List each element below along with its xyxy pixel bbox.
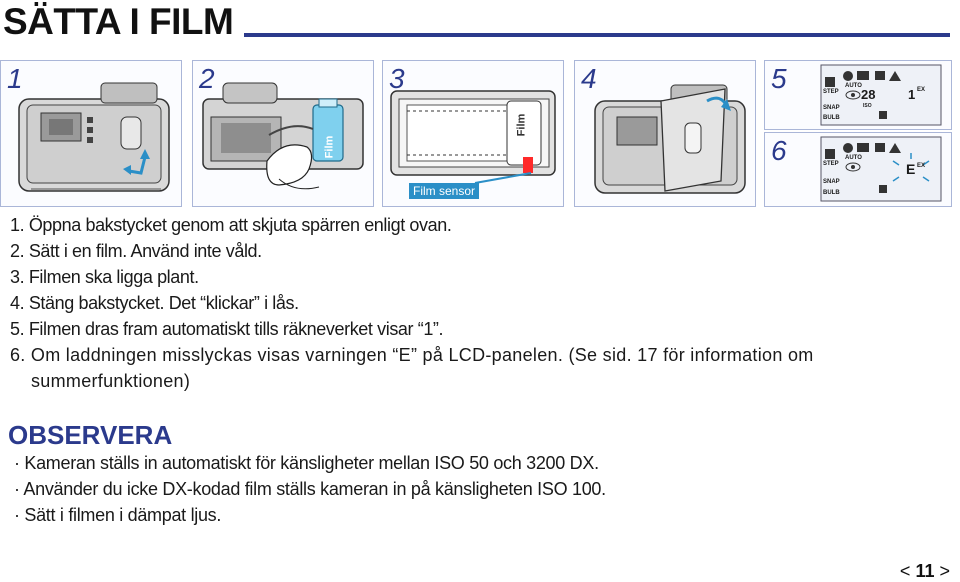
lcd-display-error	[820, 136, 942, 202]
observera-heading: OBSERVERA	[8, 420, 173, 450]
lcd-mode-step: STEP	[823, 161, 839, 167]
instruction-step-3: 3. Filmen ska ligga plant.	[10, 267, 199, 287]
page-number-value: 11	[915, 561, 935, 581]
lcd-mode-bulb: BULB	[823, 115, 840, 121]
observera-notes: · Kameran ställs in automatiskt för käns…	[14, 450, 606, 528]
page-number: < 11 >	[900, 561, 950, 582]
step-1-number: 1	[7, 63, 23, 94]
note-item: · Kameran ställs in automatiskt för käns…	[14, 453, 599, 473]
page-title: SÄTTA I FILM	[3, 1, 234, 42]
step-2-illustration: 2 Film	[192, 60, 374, 207]
camera-back-closing	[594, 84, 746, 194]
step-3-number: 3	[389, 63, 405, 94]
lcd-mode-snap: SNAP	[823, 105, 840, 111]
lcd-ex-label: EX	[917, 163, 926, 169]
camera-open-insert-film	[202, 82, 364, 190]
instruction-step-4: 4. Stäng bakstycket. Det “klickar” i lås…	[10, 293, 299, 313]
step-6-lcd-panel: 6 STEP SNAP BULB AUTO E EX	[764, 132, 952, 207]
title-rule	[244, 33, 950, 37]
page-suffix: >	[939, 561, 950, 581]
instruction-list: 1. Öppna bakstycket genom att skjuta spä…	[10, 212, 950, 394]
lcd-auto-label: AUTO	[845, 155, 862, 161]
lcd-mode-step: STEP	[823, 89, 839, 95]
lcd-display-frame-1	[820, 64, 942, 126]
step-5-lcd-panel: 5 STEP SNAP BULB AUTO 28 1 EX ISO	[764, 60, 952, 130]
step-4-illustration: 4	[574, 60, 756, 207]
lcd-mode-bulb: BULB	[823, 190, 840, 196]
film-sensor-label: Film sensor	[409, 183, 480, 199]
step-3-illustration: 3 Film Film sensor	[382, 60, 564, 207]
step-1-illustration: 1	[0, 60, 182, 207]
film-lying-flat	[390, 90, 556, 184]
film-canister-label: Film	[515, 113, 528, 137]
instruction-step-1: 1. Öppna bakstycket genom att skjuta spä…	[10, 215, 452, 235]
lcd-mode-snap: SNAP	[823, 179, 840, 185]
lcd-ex-label: EX	[917, 87, 926, 93]
camera-back-closed	[18, 82, 170, 192]
lcd-error-indicator: E	[906, 161, 916, 177]
lcd-frame-number: 1	[908, 87, 916, 102]
step-5-number: 5	[771, 63, 787, 94]
note-item: · Sätt i filmen i dämpat ljus.	[14, 505, 222, 525]
page-prefix: <	[899, 561, 911, 581]
instruction-step-2: 2. Sätt i en film. Använd inte våld.	[10, 241, 262, 261]
instruction-step-5: 5. Filmen dras fram automatiskt tills rä…	[10, 319, 444, 339]
instruction-step-6: 6. Om laddningen misslyckas visas varnin…	[10, 345, 814, 391]
note-item: · Använder du icke DX-kodad film ställs …	[14, 479, 606, 499]
step-4-number: 4	[581, 63, 597, 94]
lcd-iso-label: ISO	[863, 103, 872, 109]
step-6-number: 6	[771, 135, 787, 166]
film-canister-label: Film	[323, 135, 336, 159]
lcd-auto-label: AUTO	[845, 83, 862, 89]
lcd-counter: 28	[861, 87, 876, 102]
step-2-number: 2	[199, 63, 215, 94]
